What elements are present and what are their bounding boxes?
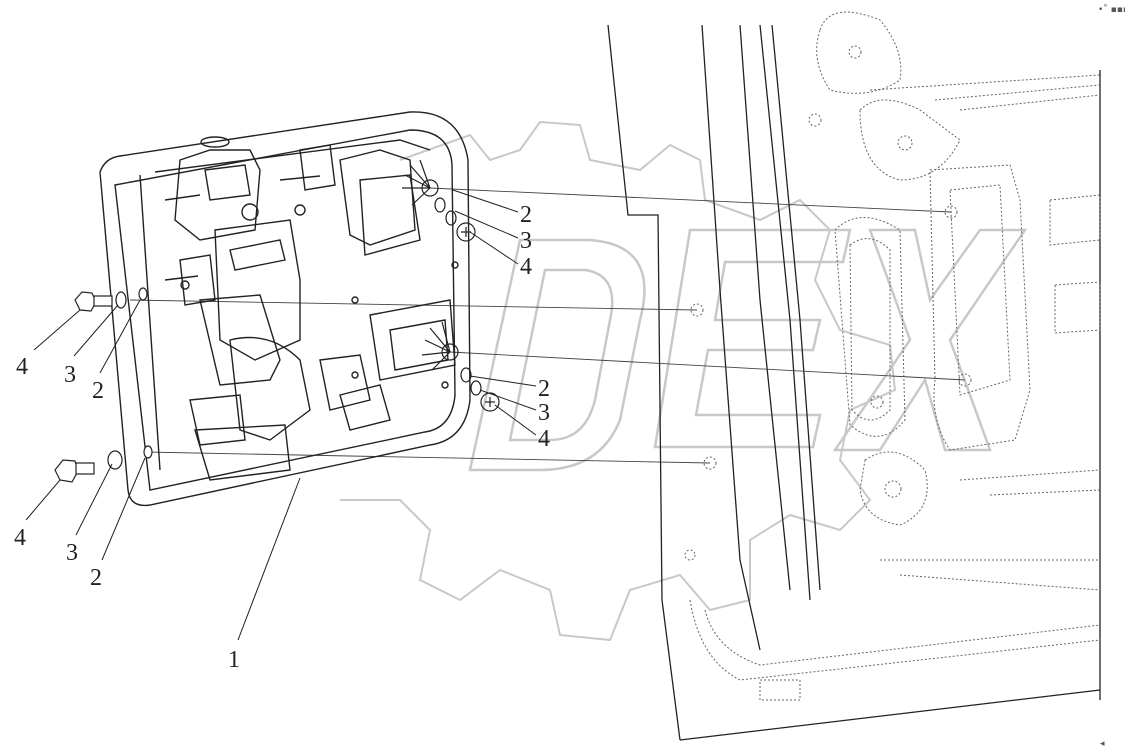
leader-lines: [25, 189, 537, 641]
callout-4-upper-left: 4: [16, 354, 28, 380]
callout-4-lower-left: 4: [14, 525, 26, 551]
watermark-gear: [340, 120, 897, 642]
callout-3-lower-left: 3: [66, 540, 78, 566]
fastener-stack-upper: [434, 197, 476, 242]
callout-1: 1: [228, 647, 240, 673]
callout-2-upper-right: 2: [520, 202, 532, 228]
callout-3-upper-left: 3: [64, 362, 76, 388]
callout-3-lower-right: 3: [538, 400, 550, 426]
corner-mark-bottom-right: ◂: [1100, 739, 1105, 749]
callout-4-lower-right: 4: [538, 426, 550, 452]
alignment-lines: [129, 187, 966, 464]
callout-2-lower-right: 2: [538, 376, 550, 402]
callout-labels: 1 2 3 4 2 3 4 4 3 2 4 3 2: [14, 202, 550, 673]
star-washer-upper: [402, 159, 439, 206]
corner-mark-top-right: •˚ ▪▪▪: [1098, 4, 1125, 15]
watermark-letters: [468, 228, 1028, 472]
callout-3-upper-right: 3: [520, 228, 532, 254]
door-panel-dotted: [684, 11, 1101, 701]
callout-2-upper-left: 2: [92, 378, 104, 404]
callout-4-upper-right: 4: [520, 254, 532, 280]
callout-2-lower-left: 2: [90, 565, 102, 591]
fastener-stack-lower: [460, 367, 500, 412]
star-washer-lower: [421, 321, 459, 371]
door-panel: [607, 24, 1101, 741]
